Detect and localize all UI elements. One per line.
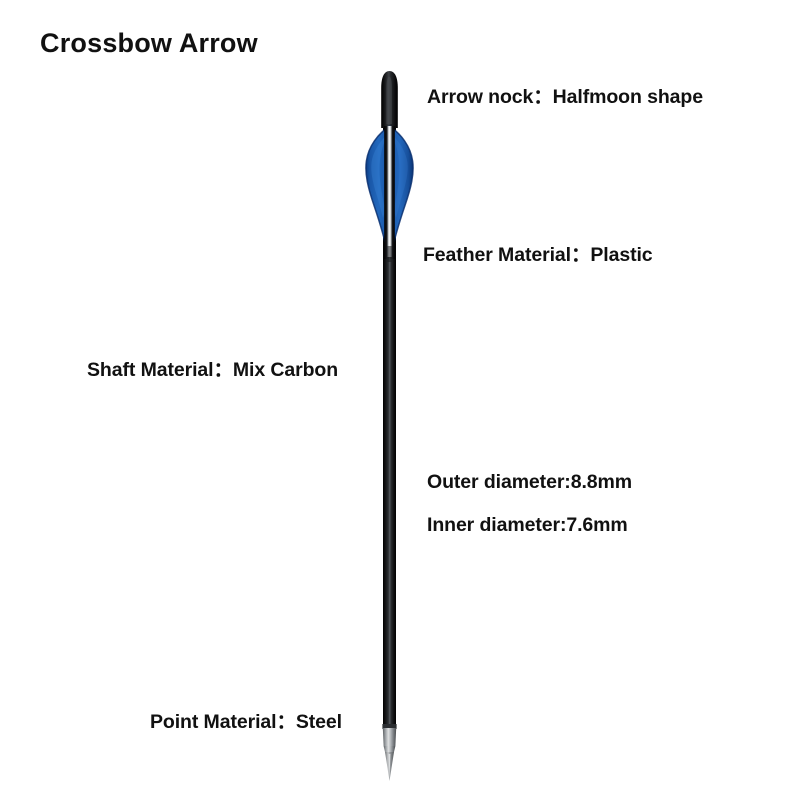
point-collar xyxy=(382,724,397,729)
point-tip-highlight xyxy=(388,754,391,779)
crossbow-arrow-illustration xyxy=(340,60,450,781)
callout-shaft-material: Shaft Material：Mix Carbon xyxy=(87,359,339,381)
fletching-vane xyxy=(365,125,414,259)
callout-feather-material: Feather Material：Plastic xyxy=(423,244,653,266)
fletching-left-sheen xyxy=(371,132,390,218)
fletching-right-lobe xyxy=(389,126,414,259)
fletching-right-edge xyxy=(389,125,414,258)
nock-highlight xyxy=(386,76,392,124)
callout-point-material: Point Material：Steel xyxy=(150,711,342,733)
arrow-svg xyxy=(365,71,414,781)
fletching-right-sheen xyxy=(389,132,408,218)
page-title: Crossbow Arrow xyxy=(40,28,258,58)
point-shoulder xyxy=(383,746,396,752)
arrow-shaft xyxy=(383,118,396,729)
shaft-highlight-stripe xyxy=(387,126,392,257)
callout-arrow-nock: Arrow nock：Halfmoon shape xyxy=(427,86,703,108)
callout-inner-diameter: Inner diameter:7.6mm xyxy=(427,514,628,536)
shaft-stripe-fade xyxy=(387,246,392,262)
fletching-left-edge xyxy=(365,125,390,258)
arrow-point xyxy=(382,724,397,781)
callout-outer-diameter: Outer diameter:8.8mm xyxy=(427,471,632,493)
point-ferrule xyxy=(382,728,397,746)
fletching-left-lobe xyxy=(365,126,390,259)
